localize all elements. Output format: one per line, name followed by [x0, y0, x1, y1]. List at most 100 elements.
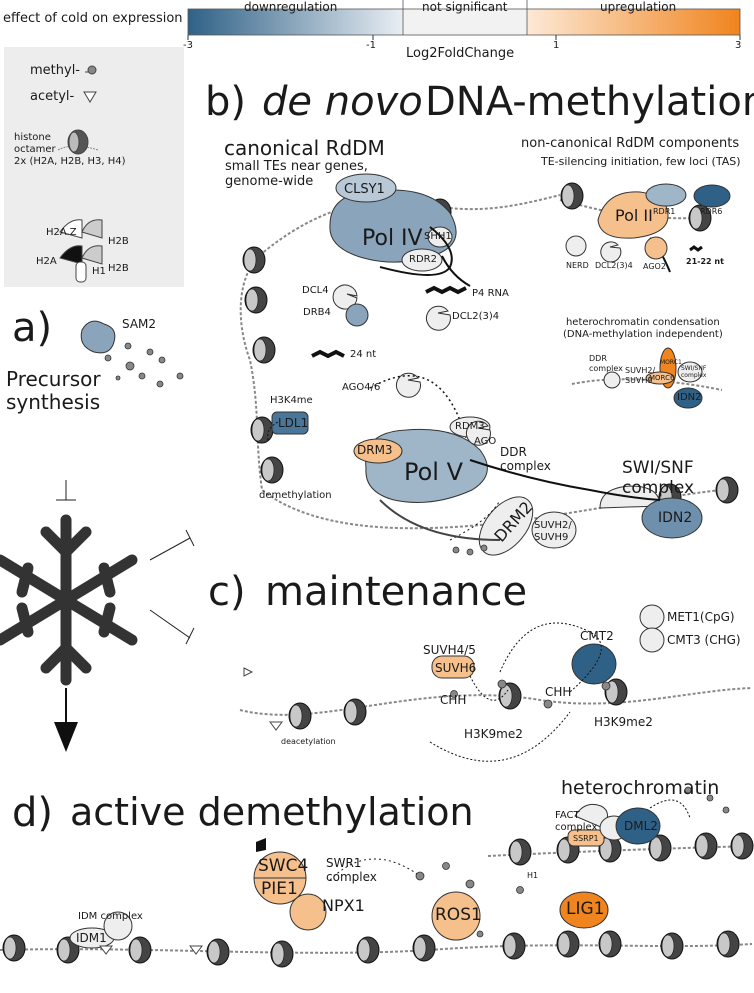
ddr-label: DDR complex	[500, 445, 551, 474]
deacetylation-label: deacetylation	[281, 737, 336, 746]
noncanonical-title: non-canonical RdDM components	[521, 136, 740, 151]
cmt2-label: CMT2	[580, 629, 614, 643]
colorbar-down-segment	[188, 9, 403, 35]
suvh6-label: SUVH6	[435, 661, 477, 675]
dml2-label: DML2	[624, 819, 658, 833]
colorbar-tick: -1	[366, 40, 376, 51]
nt2122-label: 21-22 nt	[686, 257, 724, 266]
rdr6-label: RDR6	[700, 207, 723, 216]
chh-a-label: CHH	[440, 693, 467, 707]
idm1-label: IDM1	[76, 931, 107, 945]
idn2-small-label: IDN2	[677, 392, 702, 403]
demethylation-label: demethylation	[259, 490, 332, 501]
dcl234-label: DCL2(3)4	[452, 311, 500, 322]
colorbar-ns-segment	[403, 9, 527, 35]
suvh45-label: SUVH4/5	[423, 643, 476, 657]
panel-b-title-italic: de novo	[262, 79, 423, 125]
panel-c-title: maintenance	[265, 569, 528, 615]
h3k9me2-b-label: H3K9me2	[594, 715, 653, 729]
panel-b-diagram	[239, 173, 739, 556]
h3k4me-label: H3K4me	[270, 395, 313, 406]
colorbar	[187, 0, 741, 40]
dcl234-b-label: DCL2(3)4	[595, 261, 633, 270]
swisnf-small-label: SWI/SNF complex	[681, 365, 707, 379]
panel-b-title: DNA-methylation	[425, 79, 754, 125]
clsy1-blob	[335, 173, 397, 203]
fact-complex-label: FACT complex	[555, 810, 598, 833]
panel-a-title: Precursor synthesis	[6, 367, 101, 414]
cmt3-label: CMT3 (CHG)	[667, 633, 741, 647]
noncanonical-subtitle: TE-silencing initiation, few loci (TAS)	[541, 155, 741, 168]
ros1-label: ROS1	[435, 905, 482, 925]
pol-ii-label: Pol II	[615, 206, 653, 225]
colorbar-tick: 3	[735, 40, 742, 51]
pol-iv-label: Pol IV	[362, 226, 423, 251]
colorbar-label-up: upregulation	[600, 0, 677, 14]
legend-acetyl: acetyl-	[30, 89, 75, 104]
pie1-label: PIE1	[261, 879, 298, 899]
clsy1-label: CLSY1	[344, 182, 385, 197]
drb4-label: DRB4	[303, 307, 331, 318]
panel-c-letter: c)	[208, 569, 246, 615]
colorbar-label-down: downregulation	[244, 0, 338, 14]
panel-a-letter: a)	[12, 305, 53, 351]
suvh-small-label: SUVH2/ SUVH9	[625, 366, 656, 385]
p4-rna-label: P4 RNA	[472, 288, 509, 299]
ago-label: AGO	[474, 436, 497, 447]
nerd-label: NERD	[566, 261, 589, 270]
colorbar-up-segment	[527, 9, 740, 35]
lig1-label: LIG1	[566, 899, 605, 919]
panel-b-letter: b)	[205, 79, 246, 125]
colorbar-tick: 1	[553, 40, 560, 51]
canonical-rddm-title: canonical RdDM	[224, 136, 385, 160]
ssrp1-label: SSRP1	[573, 834, 599, 843]
legend-h2a: H2A	[36, 256, 57, 267]
idn2-label: IDN2	[658, 510, 693, 526]
colorbar-title: effect of cold on expression	[3, 11, 183, 26]
sam2-molecule	[80, 320, 184, 388]
colorbar-tick: -3	[183, 40, 193, 51]
drm3-label: DRM3	[357, 443, 393, 457]
h3k9me2-a-label: H3K9me2	[464, 727, 523, 741]
swisnf-label: SWI/SNF complex	[622, 458, 695, 498]
swc4-label: SWC4	[258, 856, 309, 876]
npx1-label: NPX1	[322, 896, 365, 915]
idm-complex-label: IDM complex	[78, 911, 143, 922]
legend-methyl: methyl-	[30, 63, 80, 78]
pol-v-label: Pol V	[404, 458, 464, 486]
ldl1-label: LDL1	[278, 416, 309, 430]
shh1-label: SHH1	[424, 231, 452, 242]
legend-h2az: H2A.Z	[46, 227, 77, 238]
rdr1-label: RDR1	[653, 207, 676, 216]
met1-label: MET1(CpG)	[667, 610, 735, 624]
legend-h1: H1	[92, 266, 106, 277]
ddr-small-label: DDR complex	[589, 354, 623, 373]
heterochromatin-label: heterochromatin	[561, 777, 720, 799]
panel-d-title: active demethylation	[70, 790, 474, 834]
ago2-label: AGO2	[643, 262, 666, 271]
dcl4-label: DCL4	[302, 285, 329, 296]
morc1-label: MORC1	[660, 359, 682, 366]
morc6-label: MORC6	[649, 374, 675, 382]
suvh29-label: SUVH2/ SUVH9	[534, 520, 572, 543]
swr1-label: SWR1 complex	[326, 856, 377, 885]
ago46-label: AGO4/6	[342, 382, 381, 393]
panel-c-diagram	[239, 604, 753, 762]
snowflake-icon	[0, 480, 195, 752]
nt24-label: 24 nt	[350, 349, 377, 360]
sam2-label: SAM2	[122, 317, 157, 331]
colorbar-axis-label: Log2FoldChange	[406, 46, 515, 61]
rdm3-label: RDM3	[455, 421, 485, 432]
panel-d-letter: d)	[12, 790, 53, 836]
legend-icons	[57, 65, 103, 283]
heterochromatin-condensation-title: heterochromatin condensation (DNA-methyl…	[563, 317, 723, 340]
legend-histone-composition: 2x (H2A, H2B, H3, H4)	[14, 156, 126, 167]
drb4-blob	[345, 303, 369, 327]
legend-histone-octamer: histone octamer	[14, 132, 56, 155]
canonical-rddm-subtitle: small TEs near genes, genome-wide	[225, 159, 368, 189]
chh-b-label: CHH	[545, 685, 572, 699]
rdr2-label: RDR2	[409, 254, 437, 265]
legend-h2b: H2B	[108, 263, 129, 274]
